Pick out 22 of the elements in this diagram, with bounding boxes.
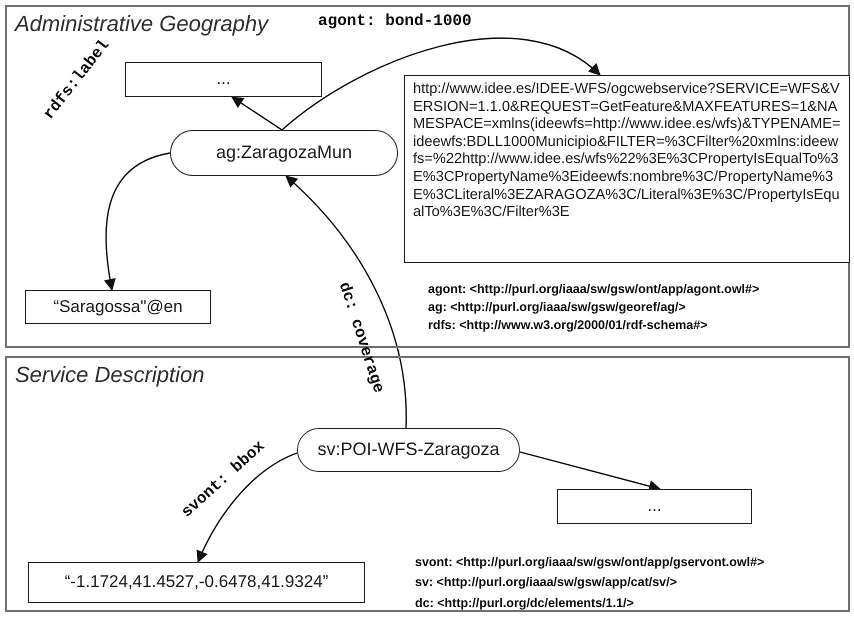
namespace-prefix: rdfs: <http://www.w3.org/2000/01/rdf-schema#> [428, 318, 708, 332]
arrow [282, 38, 601, 131]
namespace-prefix: svont: <http://purl.org/iaaa/sw/gsw/ont/app/gservont.owl#> [415, 555, 764, 569]
resource-node: sv:POI-WFS-Zaragoza [297, 428, 520, 472]
literal-box: ... [125, 62, 322, 97]
namespace-prefix: dc: <http://purl.org/dc/elements/1.1/> [415, 596, 634, 610]
panel-title: Administrative Geography [15, 11, 268, 37]
edge-label: agont: bond-1000 [318, 12, 472, 30]
namespace-prefix: ag: <http://purl.org/iaaa/sw/gsw/georef/ag/> [428, 300, 686, 314]
arrow [196, 452, 298, 563]
namespace-prefix: agont: <http://purl.org/iaaa/sw/gsw/ont/app/agont.owl#> [428, 282, 760, 296]
arrow [520, 451, 661, 492]
panel-title: Service Description [15, 362, 205, 388]
url-box: http://www.idee.es/IDEE-WFS/ogcwebservice?SERVICE=WFS&VERSION=1.1.0&REQUEST=GetFeature&MAXFEATURES=1&NAMESPACE=xmlns(ideewfs=http://www.idee.es/wfs)&TYPENAME=ideewfs:BDLL1000Municipio&FILTER=%3CFilter%20xmlns:ideewfs=%22http://www.idee.es/wfs%22%3E%3CPropertyIsEqualTo%3E%3CPropertyName%3Eideewfs:nombre%3C/PropertyName%3E%3CLiteral%3EZARAGOZA%3C/Literal%3E%3C/PropertyIsEqualTo%3E%3C/Filter%3E [404, 75, 850, 263]
arrow [231, 96, 282, 131]
resource-node: ag:ZaragozaMun [170, 130, 398, 176]
literal-box: “Saragossa"@en [25, 290, 211, 324]
arrow [285, 175, 407, 428]
literal-box: “-1.1724,41.4527,-0.6478,41.9324” [28, 562, 365, 603]
namespace-prefix: sv: <http://purl.org/iaaa/sw/gsw/app/cat/sv/> [415, 575, 677, 589]
arrow [104, 152, 170, 291]
literal-box: ... [557, 489, 752, 524]
